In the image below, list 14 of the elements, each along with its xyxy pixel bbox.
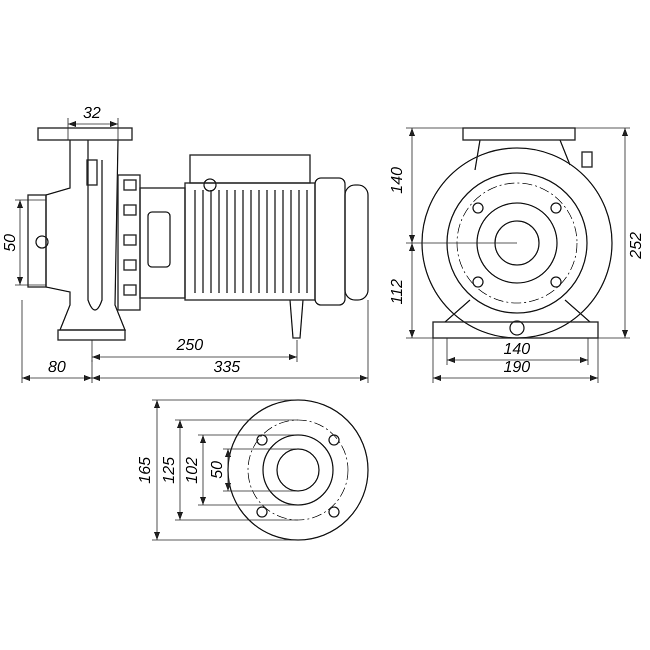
dimension-value: 252 <box>629 232 645 258</box>
dimension-value: 112 <box>390 279 406 305</box>
dimension-value: 250 <box>176 338 204 354</box>
dimension-value: 32 <box>83 106 101 122</box>
dimension-value: 50 <box>3 234 19 252</box>
dimension-value: 165 <box>138 456 154 484</box>
dimension-value: 125 <box>162 456 178 484</box>
dimension-value: 50 <box>210 461 226 479</box>
dimension-value: 140 <box>504 342 530 358</box>
dimension-value: 140 <box>390 166 406 194</box>
dimension-value: 80 <box>48 360 66 376</box>
dimension-value: 335 <box>214 360 240 376</box>
dimension-value: 102 <box>185 456 201 484</box>
dimension-value: 190 <box>504 360 530 376</box>
